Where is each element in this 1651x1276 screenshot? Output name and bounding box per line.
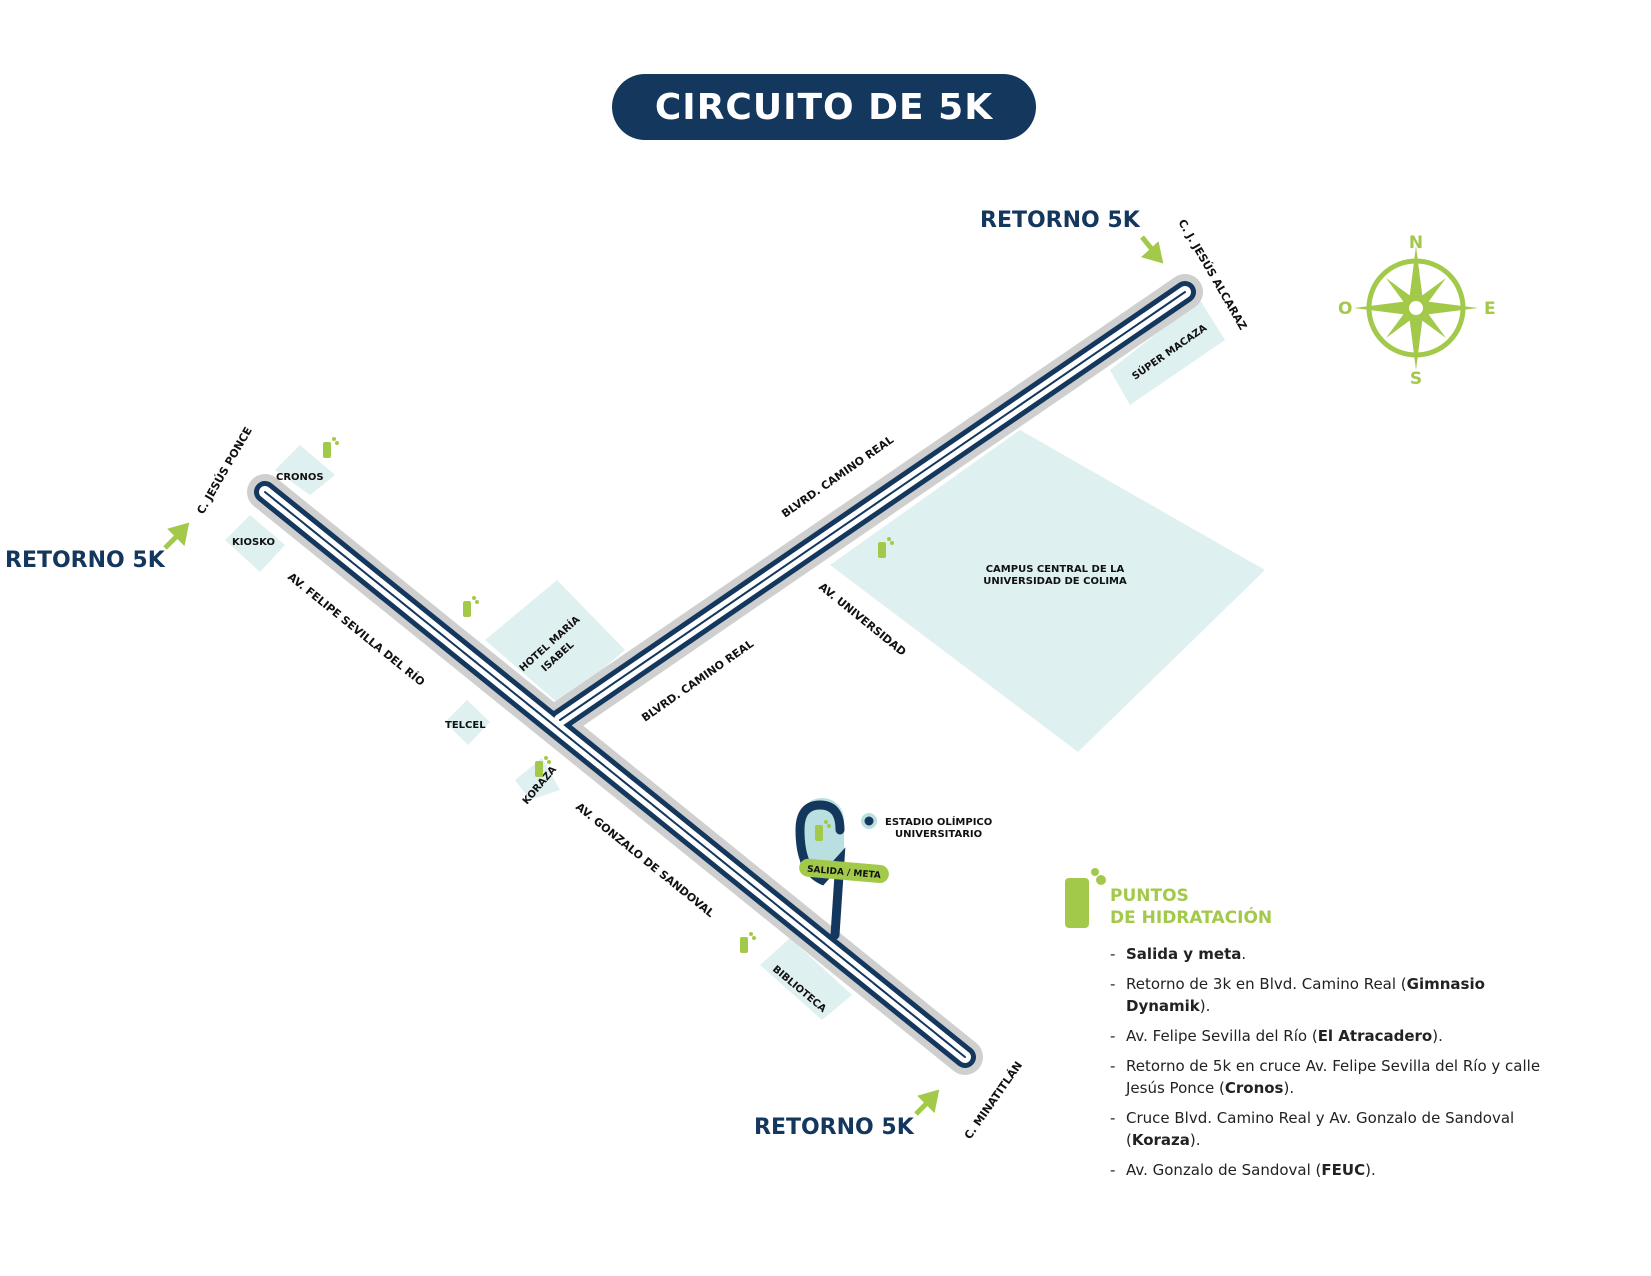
compass-icon: N S E O [1338, 233, 1496, 389]
list-item: -Salida y meta. [1110, 945, 1247, 963]
hydration-icons [323, 437, 1106, 953]
bottle-icon [815, 820, 831, 841]
retorno-label-northeast: RETORNO 5K [980, 208, 1140, 233]
cronos-block [275, 445, 335, 495]
bottle-icon [740, 932, 756, 953]
place-kiosko: KIOSKO [232, 537, 275, 548]
campus-block [830, 430, 1265, 752]
list-item: -Av. Gonzalo de Sandoval (FEUC). [1110, 1161, 1376, 1179]
hotel-block [485, 580, 625, 705]
page-title: CIRCUITO DE 5K [612, 74, 1036, 140]
place-telcel: TELCEL [445, 720, 486, 731]
list-item: -Av. Felipe Sevilla del Río (El Atracade… [1110, 1027, 1443, 1045]
bottle-icon [535, 756, 551, 777]
legend-bottle-icon [1065, 868, 1106, 928]
bottle-icon [878, 537, 894, 558]
super-macaza-block [1110, 300, 1225, 405]
svg-text:N: N [1409, 233, 1423, 253]
bottle-icon [323, 437, 339, 458]
retorno-arrows [163, 235, 1164, 1116]
svg-text:O: O [1338, 299, 1352, 319]
list-item: -Cruce Blvd. Camino Real y Av. Gonzalo d… [1110, 1109, 1515, 1149]
kiosko-block [225, 515, 285, 572]
campus-label-2: UNIVERSIDAD DE COLIMA [983, 576, 1127, 587]
biblioteca-block [760, 938, 852, 1020]
svg-text:S: S [1410, 369, 1422, 389]
telcel-block [445, 700, 490, 745]
salida-meta-badge: SALIDA / META [799, 858, 889, 884]
city-blocks [225, 300, 1265, 1020]
list-item: -Retorno de 3k en Blvd. Camino Real (Gim… [1110, 975, 1485, 1015]
retorno-label-southeast: RETORNO 5K [754, 1115, 914, 1140]
estadio-label-1: ESTADIO OLÍMPICO [885, 815, 992, 828]
svg-text:E: E [1484, 299, 1496, 319]
bottle-icon [463, 596, 479, 617]
legend-list: -Salida y meta. -Retorno de 3k en Blvd. … [1110, 943, 1570, 1189]
route [247, 274, 1203, 1075]
retorno-label-west: RETORNO 5K [5, 548, 165, 573]
place-cronos: CRONOS [276, 472, 324, 483]
list-item: -Retorno de 5k en cruce Av. Felipe Sevil… [1110, 1057, 1541, 1097]
estadio-label-2: UNIVERSITARIO [895, 829, 982, 840]
koraza-block [515, 758, 560, 800]
street-jesus-ponce: C. JESÚS PONCE [194, 425, 255, 517]
campus-label-1: CAMPUS CENTRAL DE LA [986, 564, 1125, 575]
